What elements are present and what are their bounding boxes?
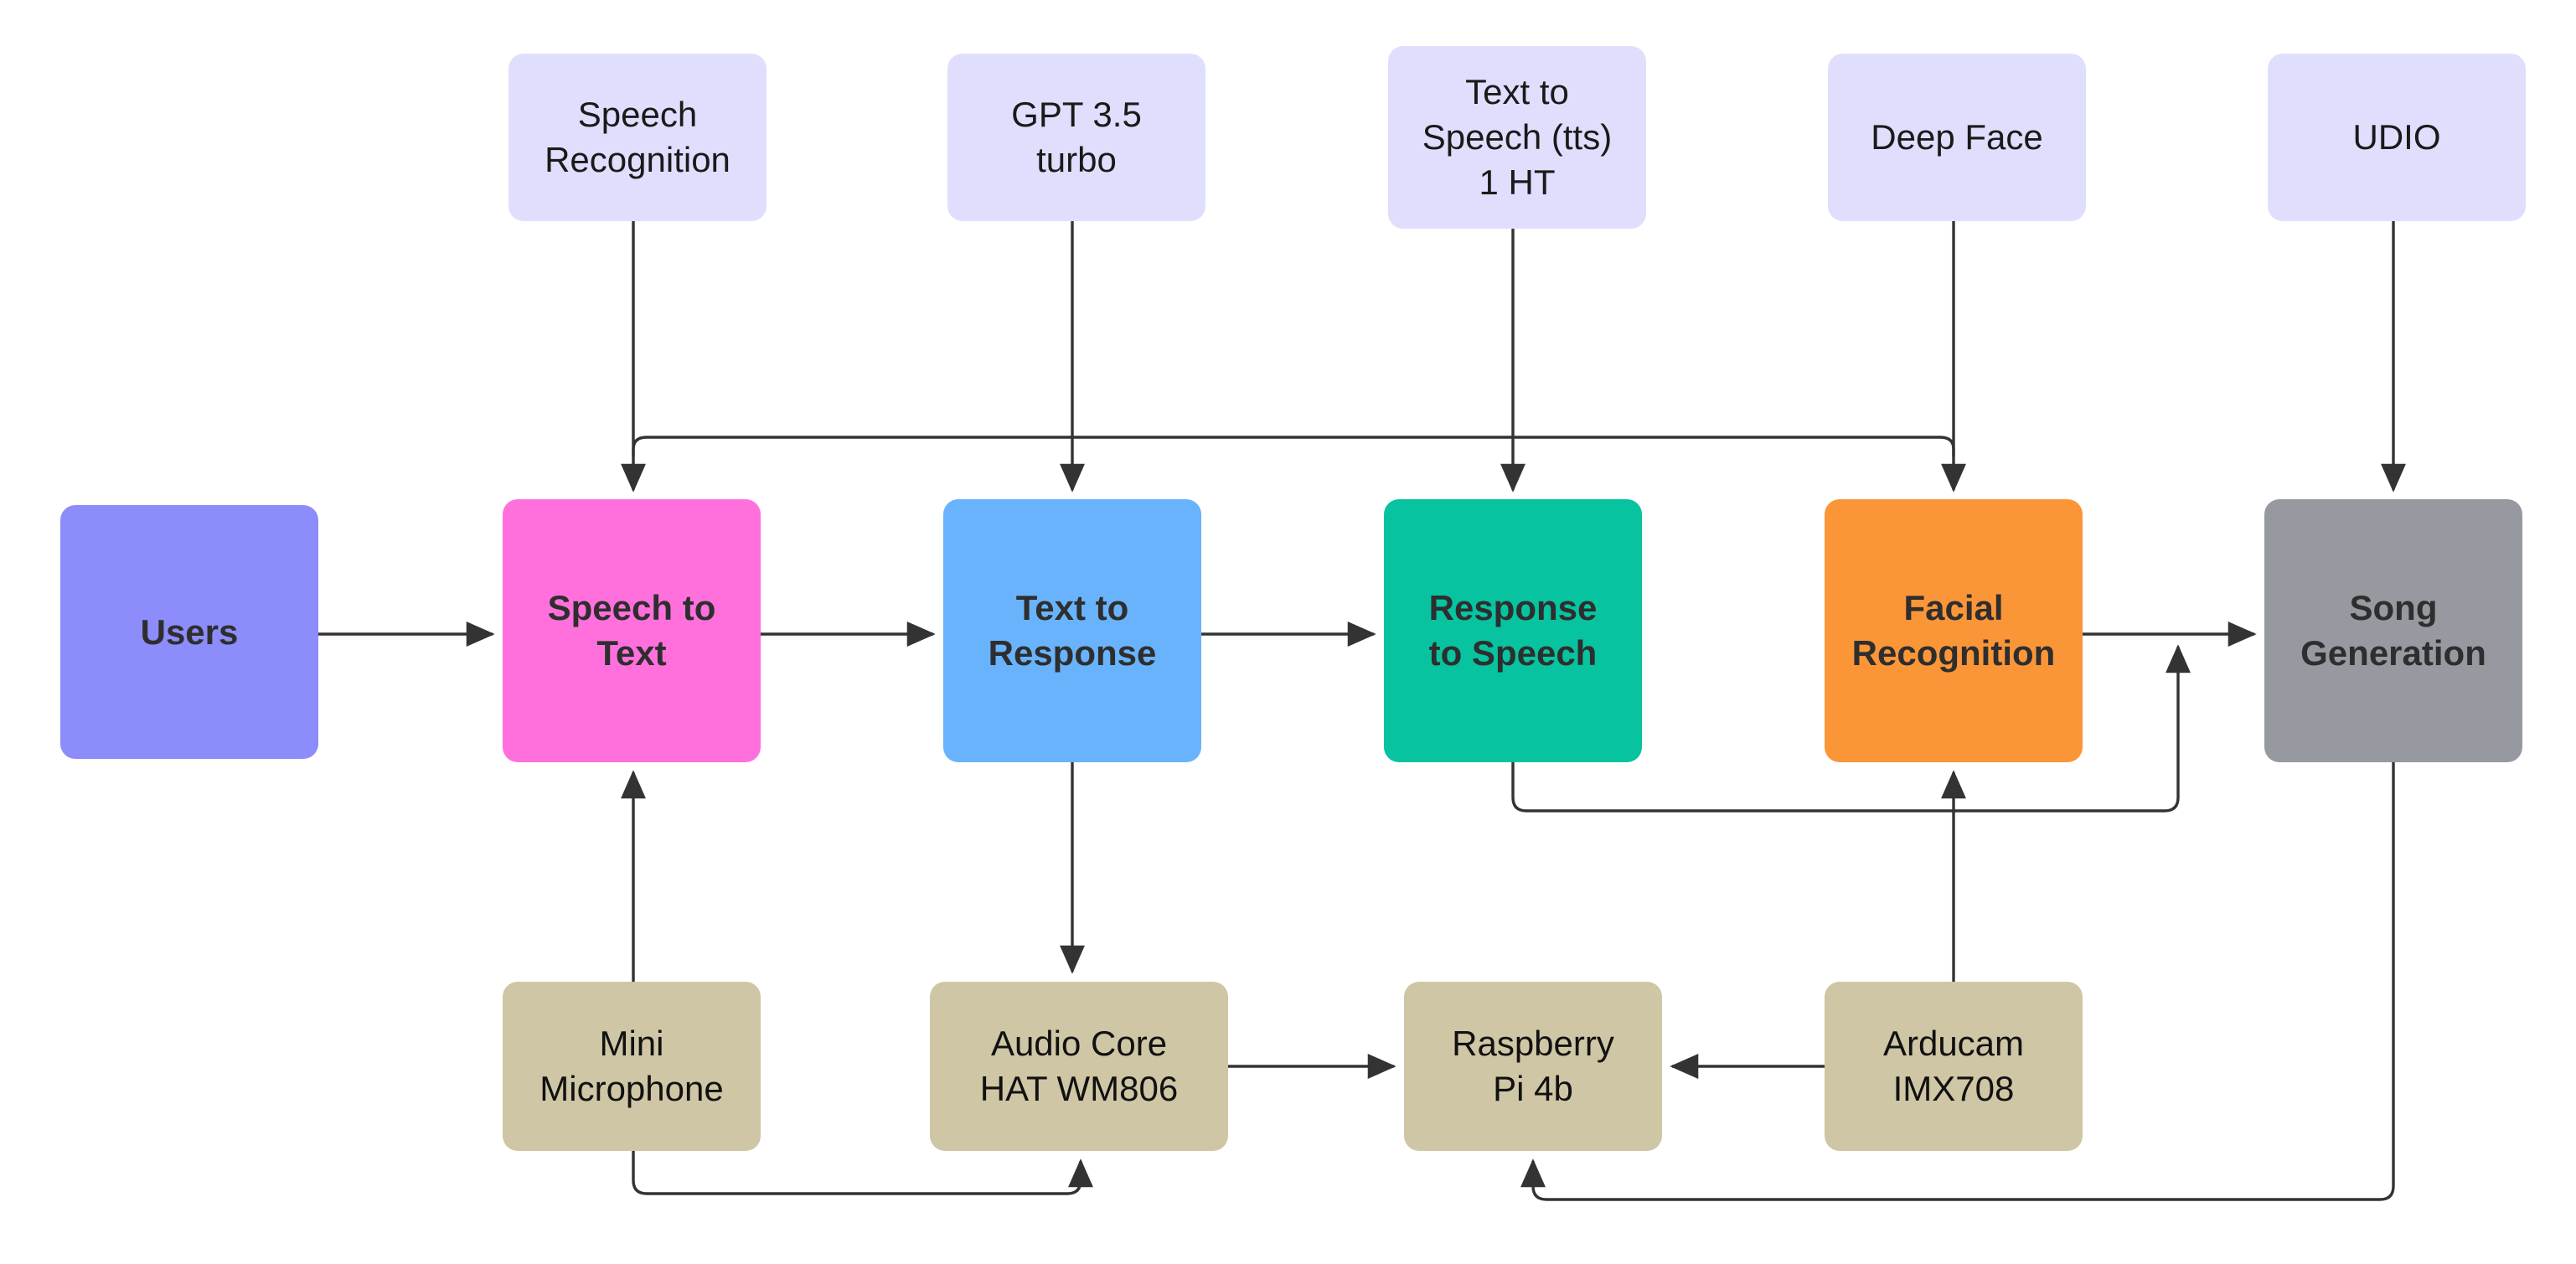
node-speech-to-text[interactable]: Speech to Text <box>503 499 761 762</box>
edge-bus-link-speech-to-text-facial-recognition <box>632 436 1955 457</box>
node-label: Mini Microphone <box>539 1024 724 1108</box>
node-label: Deep Face <box>1871 117 2043 157</box>
node-label: Audio Core HAT WM806 <box>979 1024 1179 1108</box>
node-label: Users <box>140 611 239 652</box>
node-text-to-response[interactable]: Text to Response <box>943 499 1201 762</box>
node-song-generation[interactable]: Song Generation <box>2264 499 2522 762</box>
node-arducam-imx708[interactable]: Arducam IMX708 <box>1825 982 2083 1151</box>
node-label: Response to Speech <box>1428 588 1598 673</box>
node-label: UDIO <box>2352 117 2441 157</box>
node-label: Song Generation <box>2300 588 2486 673</box>
node-label: Speech to Text <box>547 588 716 673</box>
node-raspberry-pi-4b[interactable]: Raspberry Pi 4b <box>1404 982 1662 1151</box>
node-facial-recognition[interactable]: Facial Recognition <box>1825 499 2083 762</box>
node-label: Facial Recognition <box>1851 588 2056 673</box>
node-response-to-speech[interactable]: Response to Speech <box>1384 499 1642 762</box>
node-audio-core-hat-wm806[interactable]: Audio Core HAT WM806 <box>930 982 1228 1151</box>
node-users[interactable]: Users <box>60 505 318 759</box>
node-label: Raspberry Pi 4b <box>1452 1024 1614 1108</box>
node-label: Speech Recognition <box>545 95 730 179</box>
node-mini-microphone[interactable]: Mini Microphone <box>503 982 761 1151</box>
node-label: Text to Speech (tts) 1 HT <box>1422 72 1613 202</box>
node-udio[interactable]: UDIO <box>2268 54 2526 221</box>
node-label: Text to Response <box>988 588 1157 673</box>
node-deep-face[interactable]: Deep Face <box>1828 54 2086 221</box>
node-label: Arducam IMX708 <box>1882 1024 2025 1108</box>
node-text-to-speech-tts-1-ht[interactable]: Text to Speech (tts) 1 HT <box>1388 46 1646 229</box>
edge-mini-microphone-to-audio-core <box>632 1151 1093 1195</box>
node-label: GPT 3.5 turbo <box>1011 95 1142 179</box>
node-speech-recognition[interactable]: Speech Recognition <box>508 54 767 221</box>
node-gpt-35-turbo[interactable]: GPT 3.5 turbo <box>947 54 1205 221</box>
